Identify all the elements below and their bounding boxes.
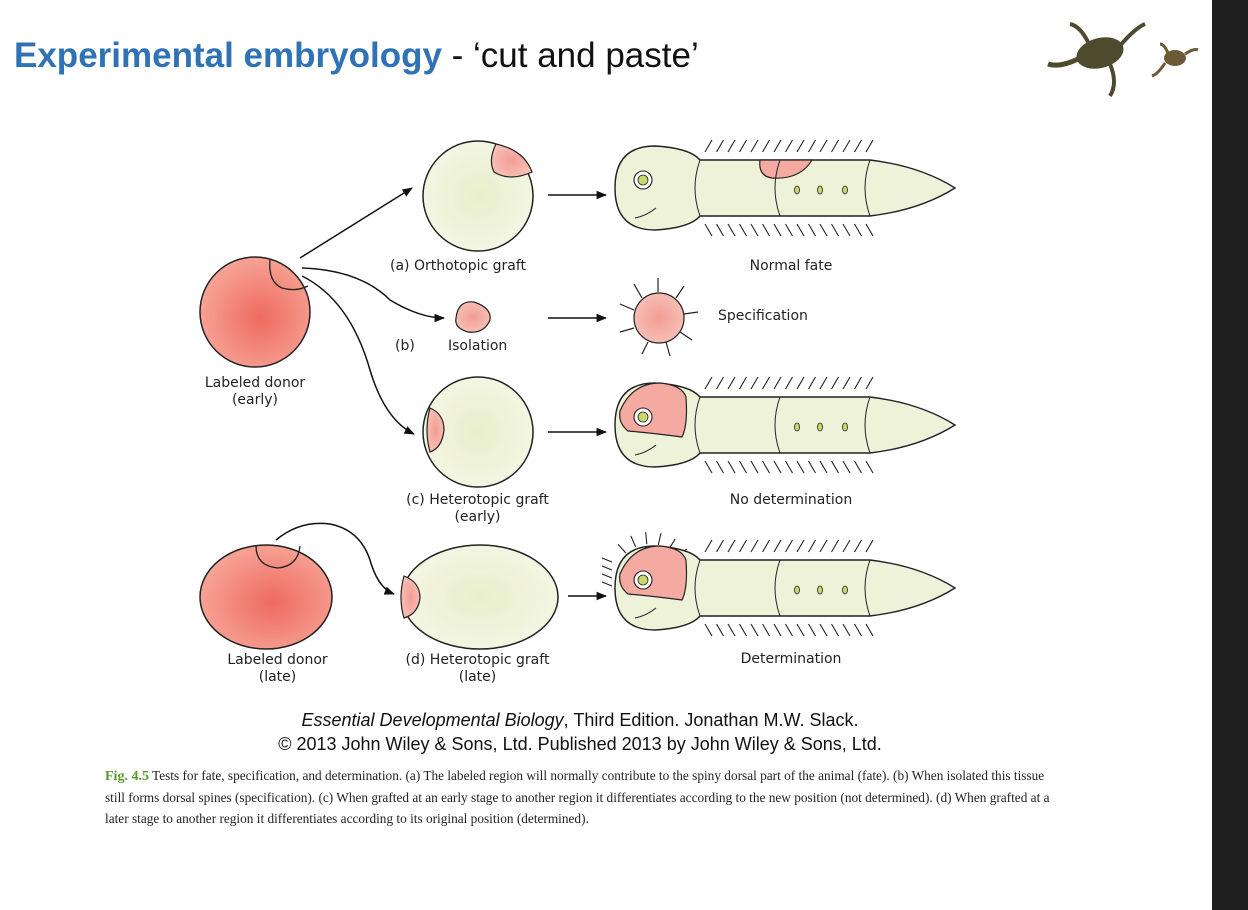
label-orthotopic-graft: (a) Orthotopic graft (390, 258, 527, 274)
embryology-diagram (199, 139, 957, 650)
right-scrollbar (1212, 0, 1248, 910)
title-accent: Experimental embryology (14, 36, 442, 75)
label-isolation: Isolation (448, 338, 508, 354)
label-donor-late: Labeled donor (late) (227, 652, 328, 685)
arrow-to-a (299, 187, 413, 259)
label-specification: Specification (718, 308, 808, 324)
donor-early-region (269, 259, 309, 291)
label-donor-early: Labeled donor (early) (204, 375, 306, 408)
frog-image (1047, 22, 1199, 98)
donor-early-embryo (199, 256, 311, 368)
spiny-ball (619, 278, 699, 357)
donor-late-region (255, 545, 301, 569)
graft-c (426, 407, 445, 453)
credit-line-1: Essential Developmental Biology, Third E… (0, 710, 1160, 731)
host-c-embryo (422, 376, 534, 488)
credit-book-title: Essential Developmental Biology (301, 710, 564, 730)
slide-title: Experimental embryology - ‘cut and paste… (14, 36, 699, 76)
credit-line-1-rest: , Third Edition. Jonathan M.W. Slack. (563, 710, 859, 730)
arrow-to-d (275, 522, 395, 595)
label-heterotopic-early: (c) Heterotopic graft (early) (406, 492, 549, 525)
figure-caption: Fig. 4.5 Tests for fate, specification, … (105, 765, 1065, 829)
label-heterotopic-late: (d) Heterotopic graft (late) (405, 652, 550, 685)
label-no-determination: No determination (729, 492, 853, 508)
credit-line-2: © 2013 John Wiley & Sons, Ltd. Published… (278, 734, 882, 754)
graft-d (400, 575, 421, 619)
tadpole-normal-fate (614, 139, 957, 237)
tadpole-determination (601, 532, 957, 637)
isolated-tissue (455, 301, 491, 333)
host-d-embryo (401, 544, 559, 650)
title-rest: - ‘cut and paste’ (441, 36, 699, 75)
label-determination: Determination (740, 651, 842, 667)
label-b-letter: (b) (395, 338, 415, 354)
arrow-to-b (301, 267, 446, 323)
tadpole-no-determination (614, 376, 957, 474)
figure-number: Fig. 4.5 (105, 769, 149, 784)
caption-text: Tests for fate, specification, and deter… (105, 768, 1050, 826)
arrow-to-c (301, 275, 415, 435)
donor-late-embryo (199, 544, 333, 650)
graft-a (490, 143, 533, 178)
label-normal-fate: Normal fate (749, 258, 833, 274)
